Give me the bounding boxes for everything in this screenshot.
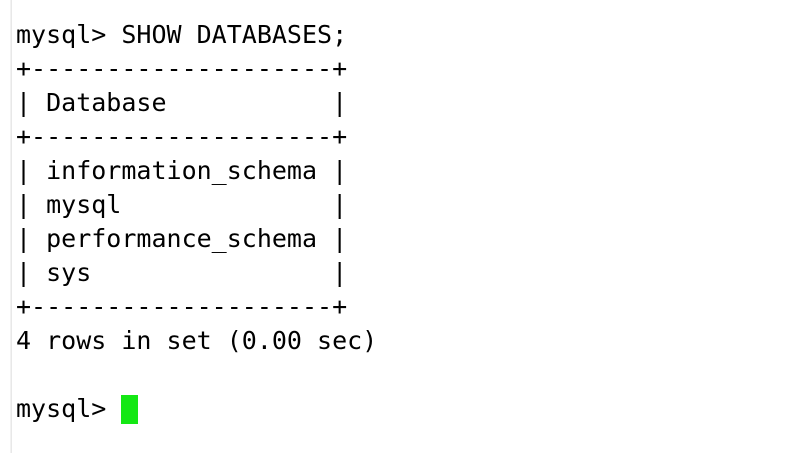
table-separator-bottom: +--------------------+ [16,292,348,321]
table-separator-top: +--------------------+ [16,54,348,83]
prompt-label: mysql> [16,394,122,423]
input-prompt-line[interactable]: mysql> [16,392,798,426]
blank-line [16,358,798,392]
table-row: | mysql | [16,190,348,219]
pane-border-divider [10,0,12,453]
table-header-row: | Database | [16,88,348,117]
result-status-line: 4 rows in set (0.00 sec) [16,326,378,355]
command-line: mysql> SHOW DATABASES; [16,20,348,49]
text-cursor-block [121,394,139,424]
table-row: | performance_schema | [16,224,348,253]
table-separator-middle: +--------------------+ [16,122,348,151]
table-row: | sys | [16,258,348,287]
terminal-output[interactable]: mysql> SHOW DATABASES; +----------------… [16,18,798,453]
table-row: | information_schema | [16,156,348,185]
